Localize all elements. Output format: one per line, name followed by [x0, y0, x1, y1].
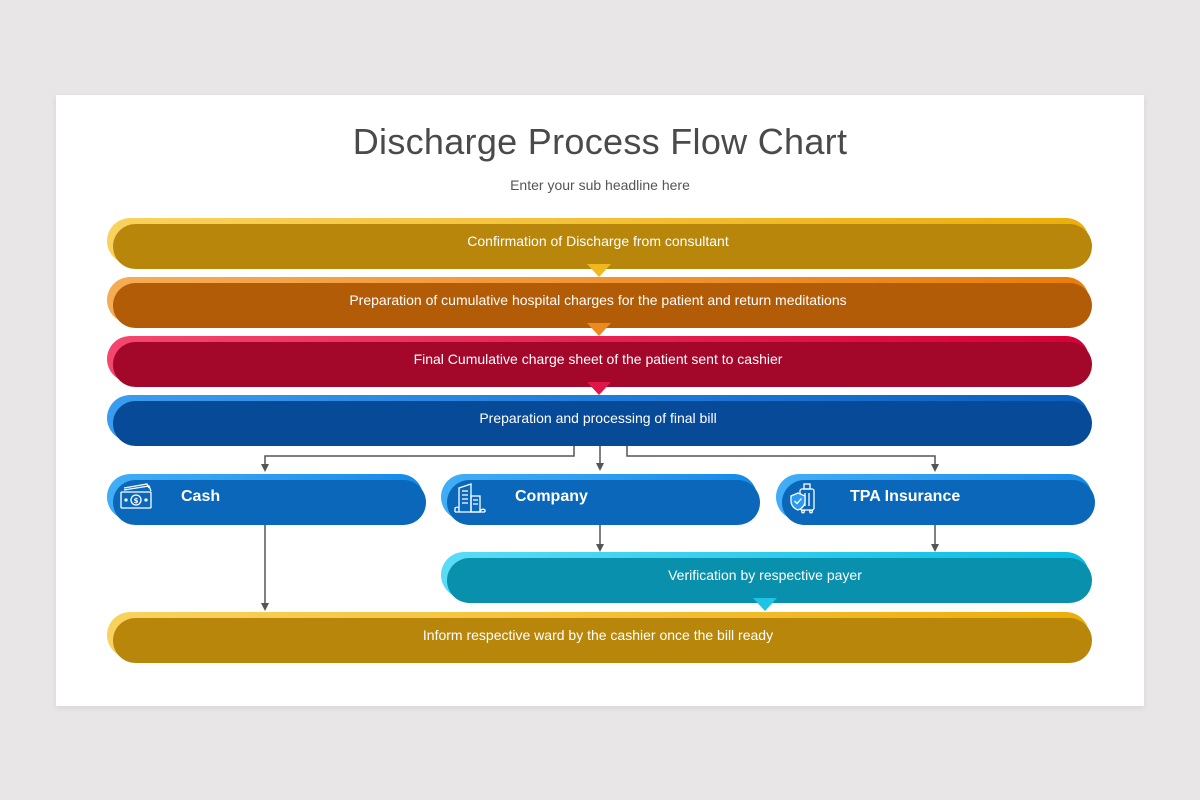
step-inform-ward: Inform respective ward by the cashier on…	[107, 612, 1092, 663]
building-icon	[453, 482, 487, 513]
cash-icon: $	[119, 482, 153, 512]
page-subtitle: Enter your sub headline here	[510, 177, 690, 193]
step-pointer	[587, 382, 611, 395]
step-label: Preparation and processing of final bill	[479, 410, 717, 426]
step-label: Verification by respective payer	[668, 567, 862, 583]
step-label: Final Cumulative charge sheet of the pat…	[413, 351, 783, 367]
connector-to-tpa	[626, 446, 939, 472]
connector-to-cash	[261, 446, 575, 472]
option-company: Company	[441, 474, 760, 525]
step-verification: Verification by respective payer	[441, 552, 1092, 603]
step-label: Confirmation of Discharge from consultan…	[467, 233, 729, 249]
page-title: Discharge Process Flow Chart	[352, 121, 848, 162]
step-cumulative-charges: Preparation of cumulative hospital charg…	[107, 277, 1092, 328]
step-pointer	[587, 264, 611, 277]
option-label: Company	[515, 488, 588, 505]
svg-text:$: $	[134, 497, 139, 505]
option-tpa-insurance: TPA Insurance	[776, 474, 1095, 525]
option-label: TPA Insurance	[850, 488, 961, 505]
step-label: Preparation of cumulative hospital charg…	[349, 292, 847, 308]
option-cash: $ Cash	[107, 474, 426, 525]
step-charge-sheet-cashier: Final Cumulative charge sheet of the pat…	[107, 336, 1092, 387]
step-label: Inform respective ward by the cashier on…	[422, 627, 774, 643]
insurance-luggage-icon	[788, 482, 822, 514]
step-final-bill: Preparation and processing of final bill	[107, 395, 1092, 446]
option-label: Cash	[181, 488, 221, 505]
step-confirmation-discharge: Confirmation of Discharge from consultan…	[107, 218, 1092, 269]
step-pointer	[587, 323, 611, 336]
step-pointer	[753, 598, 777, 611]
